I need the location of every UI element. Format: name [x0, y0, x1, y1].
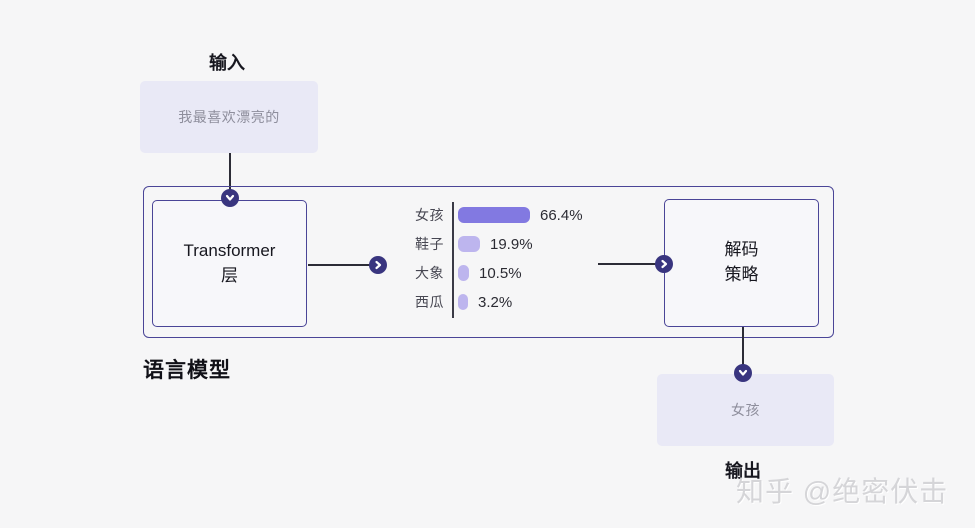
arrowhead-right-probs	[369, 256, 387, 274]
chart-row: 女孩 66.4%	[405, 206, 583, 224]
watermark: 知乎 @绝密伏击	[736, 476, 949, 507]
chart-bar	[458, 207, 530, 223]
arrowhead-right-decode	[655, 255, 673, 273]
chart-category-label: 西瓜	[415, 294, 444, 310]
decoding-strategy-box: 解码 策略	[664, 199, 819, 327]
chart-bar	[458, 294, 468, 310]
connector-probs-to-decode	[598, 263, 658, 265]
transformer-box-line1: Transformer	[183, 240, 276, 260]
chart-row: 鞋子 19.9%	[405, 235, 583, 253]
connector-decode-to-output	[742, 327, 744, 369]
chart-value-label: 66.4%	[540, 206, 583, 224]
chart-category-label: 女孩	[415, 207, 444, 223]
chart-bar	[458, 236, 480, 252]
decode-box-line2: 策略	[724, 265, 759, 284]
output-text: 女孩	[731, 402, 760, 418]
probability-chart: 女孩 66.4% 鞋子 19.9% 大象 10.5% 西瓜 3.2%	[405, 206, 583, 311]
chart-category-label: 鞋子	[415, 236, 444, 252]
arrowhead-down-output	[734, 364, 752, 382]
input-text: 我最喜欢漂亮的	[178, 109, 280, 125]
transformer-box-line2: 层	[221, 265, 238, 285]
chevron-down-icon	[223, 191, 237, 205]
input-label: 输入	[209, 53, 245, 73]
chart-axis-line	[452, 202, 454, 318]
chevron-right-icon	[371, 258, 385, 272]
chevron-down-icon	[736, 366, 750, 380]
chevron-right-icon	[657, 257, 671, 271]
input-text-box: 我最喜欢漂亮的	[140, 81, 318, 153]
language-model-container	[143, 186, 834, 338]
language-model-label: 语言模型	[143, 359, 231, 382]
transformer-layer-box: Transformer 层	[152, 200, 307, 327]
chart-row: 大象 10.5%	[405, 264, 583, 282]
chart-value-label: 3.2%	[478, 293, 513, 311]
output-label: 输出	[725, 461, 761, 481]
connector-input-to-model	[229, 153, 231, 195]
output-text-box: 女孩	[657, 374, 834, 446]
chart-bar	[458, 265, 469, 281]
chart-value-label: 19.9%	[490, 235, 533, 253]
chart-row: 西瓜 3.2%	[405, 293, 583, 311]
chart-category-label: 大象	[415, 265, 444, 281]
arrowhead-down-input	[221, 189, 239, 207]
chart-value-label: 10.5%	[479, 264, 522, 282]
decode-box-line1: 解码	[724, 240, 759, 260]
connector-transformer-to-probs	[308, 264, 370, 266]
